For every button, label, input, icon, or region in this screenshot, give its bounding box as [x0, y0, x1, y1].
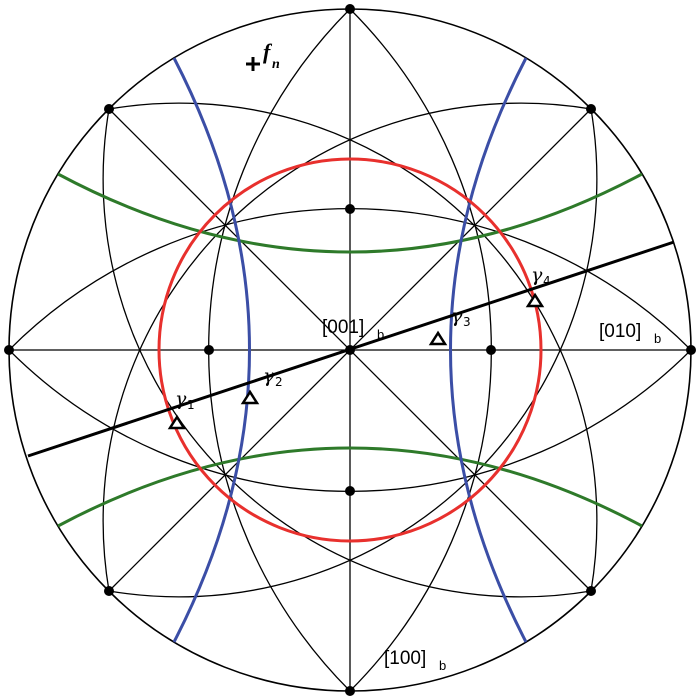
gamma-2-label: γ [263, 365, 275, 387]
pole-dot [4, 345, 14, 355]
blue-small-circles [172, 57, 528, 643]
fn-marker [246, 57, 260, 71]
blue-arc-right [449, 57, 528, 643]
gamma-4-sub: 4 [543, 274, 551, 288]
arc-diag-1 [102, 108, 592, 598]
pole-001-label: [001] [322, 317, 364, 338]
gamma-1-label: γ [175, 388, 187, 410]
gamma-3-sub: 3 [463, 315, 471, 329]
pole-010-label: [010] [599, 321, 641, 342]
arc-diag-2 [108, 102, 598, 592]
pole-010-label-sub: b [654, 331, 661, 346]
pole-dot [345, 345, 355, 355]
gamma-2-triangle [240, 389, 260, 405]
green-small-circles [57, 172, 643, 528]
pole-dot [104, 104, 114, 114]
pole-dot [586, 586, 596, 596]
gamma-2-sub: 2 [275, 375, 283, 389]
gamma-3-label: γ [451, 305, 463, 327]
trace-line [27, 240, 675, 458]
pole-dots [4, 4, 696, 696]
pole-dot [345, 4, 355, 14]
arc-diag-4 [108, 108, 598, 598]
pole-001-label-sub: b [377, 327, 384, 342]
pole-dot [104, 586, 114, 596]
pole-dot [345, 686, 355, 696]
curved-great-circles [9, 9, 691, 691]
green-arc-top [57, 172, 643, 254]
gamma-1-sub: 1 [187, 398, 195, 412]
pole-100-label: [100] [384, 648, 426, 669]
blue-arc-left [172, 57, 251, 643]
fn-label-sub: n [272, 57, 280, 72]
pole-dot [586, 104, 596, 114]
fn-label: f [263, 39, 273, 64]
arc-diag-3 [102, 102, 592, 592]
gamma-markers [167, 292, 545, 430]
gamma-4-triangle [525, 292, 545, 308]
red-circle [157, 157, 543, 543]
gamma-1-triangle [167, 414, 187, 430]
pole-100-label-sub: b [439, 658, 446, 673]
pole-dot [686, 345, 696, 355]
pole-dot [204, 345, 214, 355]
gamma-3-triangle [428, 330, 448, 346]
pole-dot [345, 486, 355, 496]
pole-dot [486, 345, 496, 355]
pole-dot [345, 204, 355, 214]
green-arc-bottom [57, 446, 643, 528]
gamma-4-label: γ [531, 264, 543, 286]
